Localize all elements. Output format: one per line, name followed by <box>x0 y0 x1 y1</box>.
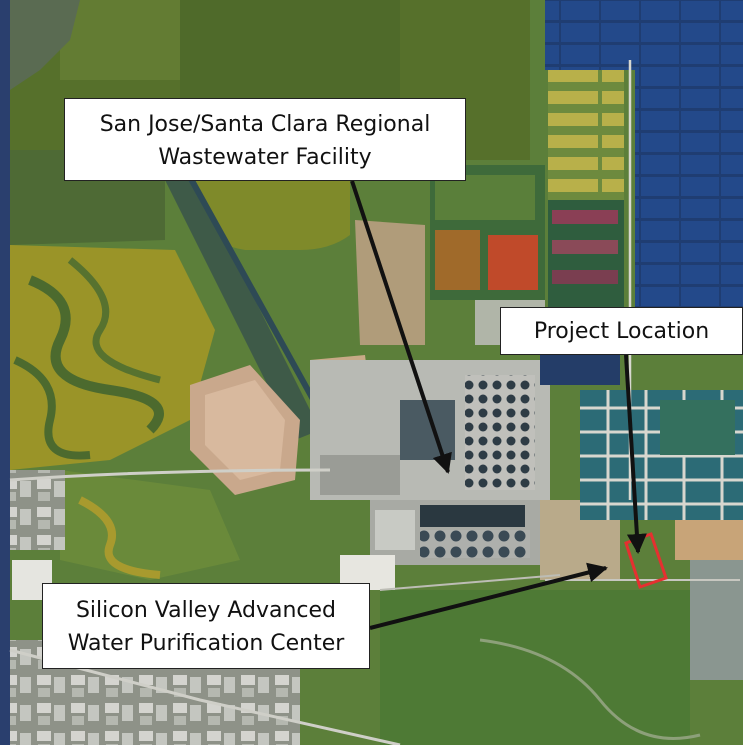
fields-south <box>380 590 690 745</box>
clarifier-tanks <box>465 375 535 490</box>
label-wastewater-facility: San Jose/Santa Clara Regional Wastewater… <box>64 98 466 181</box>
label-project-text: Project Location <box>533 319 710 344</box>
label-project-location: Project Location <box>500 307 743 355</box>
label-wastewater-line1: San Jose/Santa Clara Regional <box>99 112 431 137</box>
evaporation-ponds <box>548 70 624 200</box>
label-svawpc-line1: Silicon Valley Advanced <box>75 598 337 623</box>
road <box>9 468 331 482</box>
urban-west <box>10 470 65 550</box>
label-wastewater-line2: Wastewater Facility <box>158 145 372 170</box>
landfill-north <box>355 220 425 345</box>
salt-ponds-east <box>635 0 743 320</box>
arrow-svawpc <box>369 562 608 630</box>
bay-water <box>10 0 80 90</box>
channel <box>150 150 320 440</box>
label-svawpc-line2: Water Purification Center <box>67 631 345 656</box>
label-purification-center: Silicon Valley Advanced Water Purificati… <box>42 583 370 669</box>
arrow-project <box>624 354 647 554</box>
arrow-wastewater <box>350 180 452 474</box>
